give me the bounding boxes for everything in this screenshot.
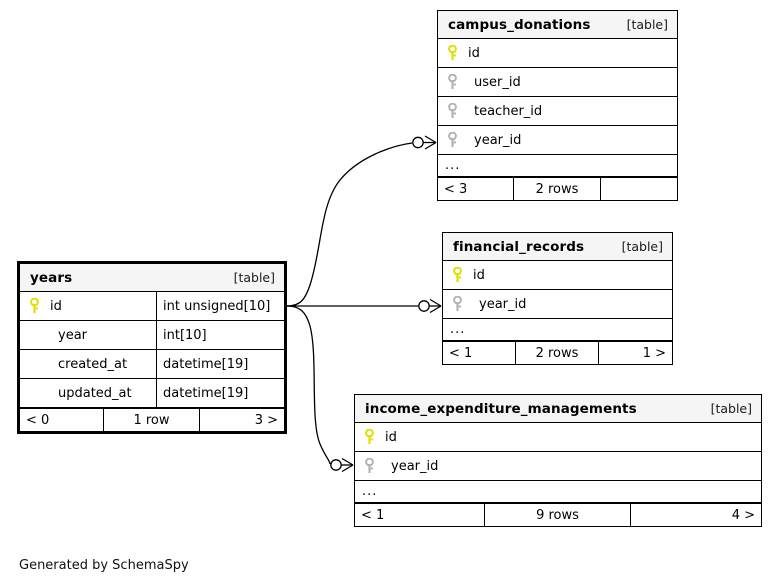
more-columns-indicator: ... xyxy=(355,481,761,503)
table-node-income_expenditure_managements[interactable]: income_expenditure_managements [table] i… xyxy=(354,394,762,527)
column-type: int unsigned[10] xyxy=(163,298,271,314)
table-footer-financial_records: < 1 2 rows 1 > xyxy=(443,341,672,364)
table-footer-income_expenditure_managements: < 1 9 rows 4 > xyxy=(355,503,761,526)
column-name-cell: year_id xyxy=(355,452,761,480)
column-type: datetime[19] xyxy=(163,385,249,401)
column-row-created_at[interactable]: created_at datetime[19] xyxy=(20,350,284,379)
column-label: year_id xyxy=(479,296,527,312)
table-header-financial_records: financial_records [table] xyxy=(443,233,672,261)
key-icon-primary xyxy=(450,266,465,283)
edge-years-to-campus_donations xyxy=(286,135,437,307)
column-name-cell: updated_at xyxy=(20,379,157,407)
column-label: created_at xyxy=(58,356,128,372)
footer-parents-count[interactable]: < 1 xyxy=(443,342,517,364)
table-name: years xyxy=(30,269,73,286)
footer-parents-count[interactable]: < 3 xyxy=(438,178,515,200)
column-label: user_id xyxy=(474,74,521,90)
edge-years-to-income_expenditure_managements xyxy=(286,305,354,473)
crowsfoot-many xyxy=(429,298,442,314)
column-label: id xyxy=(468,45,480,61)
table-header-campus_donations: campus_donations [table] xyxy=(438,11,677,39)
more-columns-indicator: ... xyxy=(438,155,677,177)
column-label: year_id xyxy=(391,458,439,474)
column-name-cell: id xyxy=(355,423,761,451)
column-row-id[interactable]: id xyxy=(443,261,672,290)
table-header-years: years [table] xyxy=(20,264,284,292)
footer-row-count: 2 rows xyxy=(514,178,601,200)
column-row-user_id[interactable]: user_id xyxy=(438,68,677,97)
table-node-campus_donations[interactable]: campus_donations [table] id user_id xyxy=(437,10,678,201)
footer-children-count[interactable]: 4 > xyxy=(731,507,755,523)
footer-children-count[interactable] xyxy=(601,178,677,200)
table-type-tag: [table] xyxy=(621,239,663,254)
table-name: income_expenditure_managements xyxy=(365,400,637,417)
column-name-cell: year_id xyxy=(443,290,672,318)
column-row-year_id[interactable]: year_id xyxy=(355,452,761,481)
key-icon-foreign xyxy=(445,102,460,119)
column-name-cell: id xyxy=(443,261,672,289)
column-label: id xyxy=(385,429,397,445)
column-row-year[interactable]: year int[10] xyxy=(20,321,284,350)
table-name: campus_donations xyxy=(448,16,591,33)
table-footer-campus_donations: < 3 2 rows xyxy=(438,177,677,200)
column-row-updated_at[interactable]: updated_at datetime[19] xyxy=(20,379,284,408)
column-name-cell: year_id xyxy=(438,126,677,154)
column-row-year_id[interactable]: year_id xyxy=(443,290,672,319)
column-label: id xyxy=(50,298,62,314)
footer-row-count: 2 rows xyxy=(516,342,599,364)
table-node-financial_records[interactable]: financial_records [table] id year_id ...… xyxy=(442,232,673,365)
table-type-tag: [table] xyxy=(710,401,752,416)
more-columns-indicator: ... xyxy=(443,319,672,341)
cardinality-zero-circle xyxy=(412,136,424,149)
column-row-year_id[interactable]: year_id xyxy=(438,126,677,155)
key-icon-foreign xyxy=(362,457,377,474)
footer-children-count[interactable]: 3 > xyxy=(254,412,278,428)
key-icon-foreign xyxy=(445,131,460,148)
footer-parents-count[interactable]: < 0 xyxy=(20,409,105,431)
column-row-id[interactable]: id xyxy=(438,39,677,68)
key-icon-primary xyxy=(27,297,42,314)
column-name-cell: id xyxy=(438,39,677,67)
footer-children-count[interactable]: 1 > xyxy=(642,345,666,361)
column-row-teacher_id[interactable]: teacher_id xyxy=(438,97,677,126)
column-row-id[interactable]: id xyxy=(355,423,761,452)
column-type: datetime[19] xyxy=(163,356,249,372)
column-name-cell: teacher_id xyxy=(438,97,677,125)
key-icon-foreign xyxy=(450,295,465,312)
column-label: id xyxy=(473,267,485,283)
column-label: teacher_id xyxy=(474,103,543,119)
footer-parents-count[interactable]: < 1 xyxy=(355,504,485,526)
column-type: int[10] xyxy=(163,327,207,343)
table-name: financial_records xyxy=(453,238,585,255)
table-type-tag: [table] xyxy=(626,17,668,32)
cardinality-zero-circle xyxy=(418,300,430,312)
footer-row-count: 1 row xyxy=(104,409,200,431)
generated-by-label: Generated by SchemaSpy xyxy=(19,558,189,573)
column-name-cell: year xyxy=(20,321,157,349)
key-icon-primary xyxy=(362,428,377,445)
table-footer-years: < 0 1 row 3 > xyxy=(20,408,284,431)
key-icon-primary xyxy=(445,44,460,61)
table-type-tag: [table] xyxy=(233,270,275,285)
key-icon-foreign xyxy=(445,73,460,90)
column-label: updated_at xyxy=(58,385,132,401)
column-name-cell: created_at xyxy=(20,350,157,378)
crowsfoot-many xyxy=(341,457,354,473)
column-label: year xyxy=(58,327,88,343)
crowsfoot-many xyxy=(423,135,437,150)
column-label: year_id xyxy=(474,132,522,148)
cardinality-zero-circle xyxy=(330,459,342,471)
table-header-income_expenditure_managements: income_expenditure_managements [table] xyxy=(355,395,761,423)
column-row-id[interactable]: id int unsigned[10] xyxy=(20,292,284,321)
edge-years-to-financial_records xyxy=(287,298,442,314)
column-name-cell: user_id xyxy=(438,68,677,96)
column-name-cell: id xyxy=(20,292,157,320)
footer-row-count: 9 rows xyxy=(485,504,632,526)
table-node-years[interactable]: years [table] id int unsigned[10] year i… xyxy=(17,261,287,434)
